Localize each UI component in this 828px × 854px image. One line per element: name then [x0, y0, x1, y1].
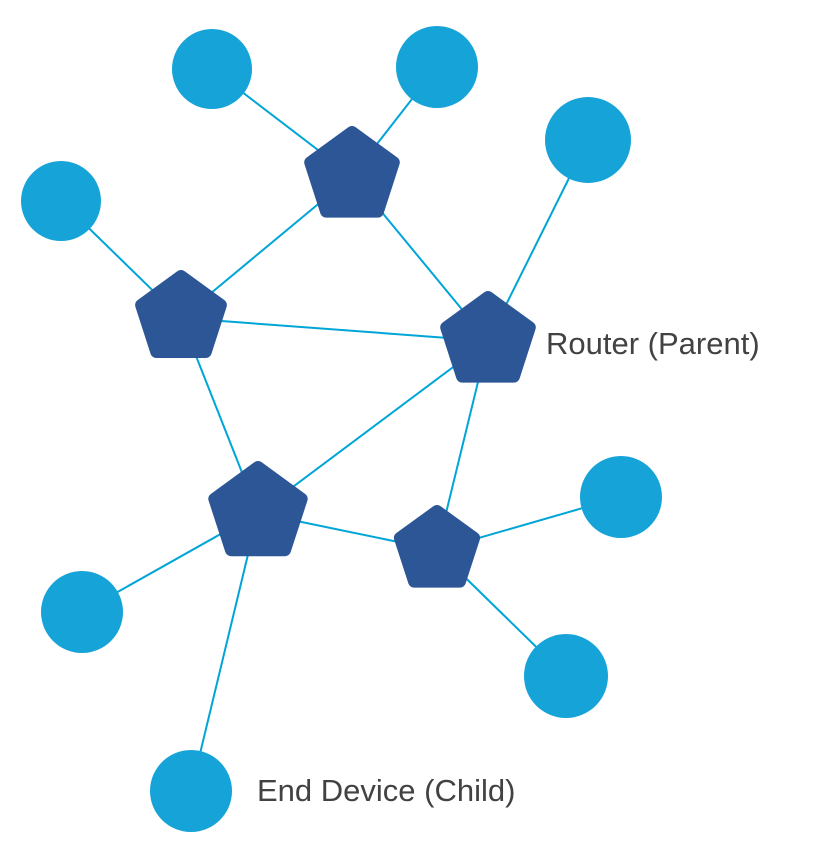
- router-node-pentagon: [393, 505, 481, 588]
- router-node-pentagon: [208, 461, 308, 557]
- end-device-node-circle: [21, 161, 101, 241]
- end-device-child-label: End Device (Child): [257, 772, 516, 808]
- router-node-pentagon: [135, 270, 227, 358]
- end-device-node-circle: [396, 26, 478, 108]
- end-device-node-circle: [524, 634, 608, 718]
- router-node-pentagon: [440, 291, 536, 383]
- end-device-node-circle: [580, 456, 662, 538]
- end-device-node-circle: [545, 97, 631, 183]
- end-device-node-circle: [150, 750, 232, 832]
- end-device-node-circle: [172, 29, 252, 109]
- router-node-pentagon: [304, 126, 400, 218]
- network-link-line: [257, 340, 489, 514]
- router-parent-label: Router (Parent): [546, 325, 760, 361]
- network-link-line: [190, 512, 259, 792]
- end-device-node-circle: [41, 571, 123, 653]
- network-link-line: [180, 317, 489, 342]
